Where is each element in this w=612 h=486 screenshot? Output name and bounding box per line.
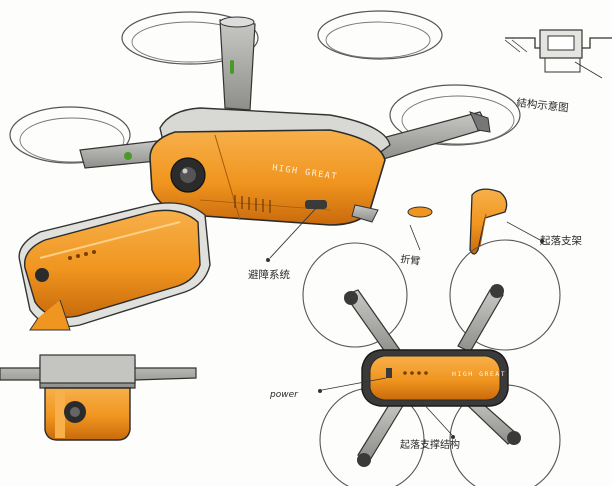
annotation-arm: 折臂: [400, 252, 422, 268]
brand-label-small: HIGH GREAT: [452, 370, 506, 378]
main-drone-view: HIGH GREAT: [9, 10, 521, 226]
side-vent: [234, 195, 271, 213]
body-shell-isometric-view: [18, 202, 211, 331]
side-elevation-view: [0, 354, 197, 441]
landing-leg-part: [469, 188, 508, 255]
propeller-guard-front-left: [302, 242, 408, 348]
top-plan-view: HIGH GREAT power 起落支撑结构: [269, 239, 561, 486]
annotation-structure-diagram: 結构示意图: [516, 96, 570, 114]
propeller-guard-top-right: [317, 10, 443, 60]
propeller-guard-front-right: [449, 239, 561, 351]
annotation-power: power: [269, 390, 299, 400]
landing-gear-detail-view: 折臂 起落支架: [400, 188, 582, 268]
propeller-guard-top-left: [121, 11, 259, 65]
annotation-obstacle-avoidance: 避障系统: [248, 268, 290, 281]
body-camera-icon: [35, 268, 49, 282]
arm-right: [374, 111, 489, 161]
annotation-landing-gear: 起落支架: [540, 235, 582, 247]
obstacle-sensor: [305, 200, 327, 209]
propeller-guard-right: [389, 84, 521, 146]
structure-detail-view: 結构示意图: [504, 29, 612, 114]
status-led-icon: [230, 60, 234, 74]
arm-joint-part: [407, 206, 433, 218]
arm-top-left: [219, 19, 256, 111]
annotation-flight-assist: 起落支撑结构: [400, 438, 460, 451]
propeller-guard-left: [9, 106, 131, 164]
power-button: [386, 368, 392, 378]
